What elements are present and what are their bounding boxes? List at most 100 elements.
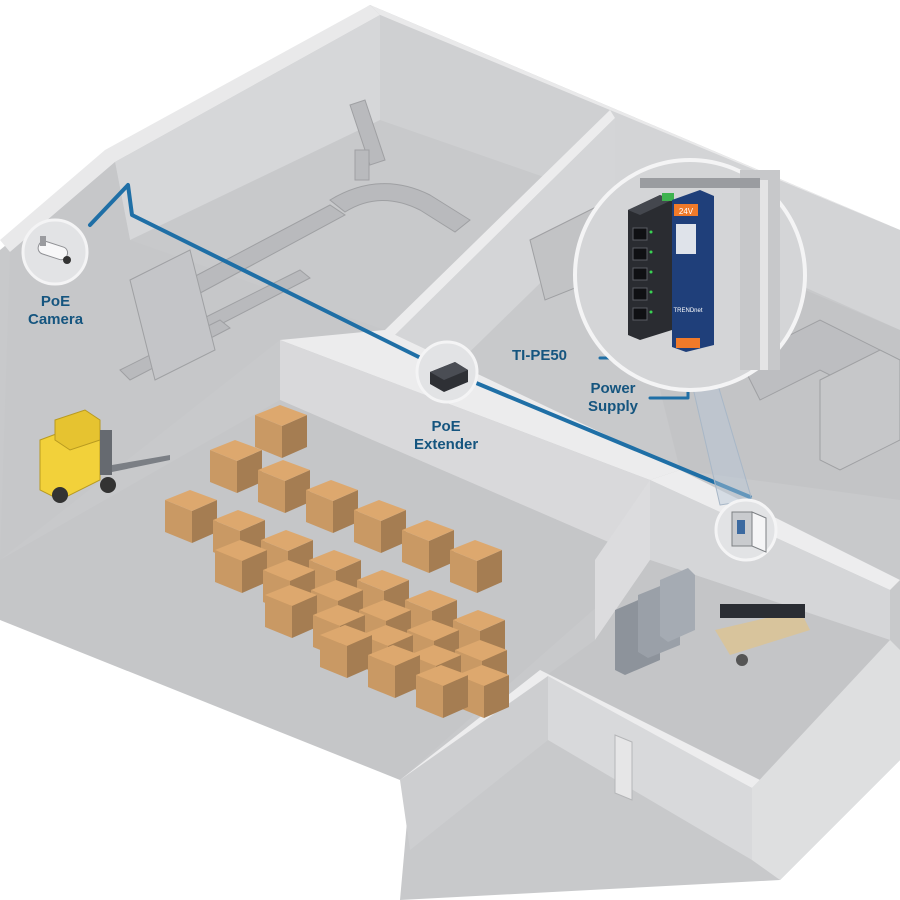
extender-label-line-1: PoE (431, 418, 461, 435)
power-label-line-1: Power (590, 380, 636, 397)
box-top (320, 625, 372, 646)
extender-top (430, 362, 468, 380)
camera-mount (40, 236, 46, 246)
box-left-face (255, 415, 282, 458)
right-machine-2 (819, 349, 900, 471)
switch-terminal (662, 193, 674, 201)
right-front-wall (752, 640, 900, 880)
server-wall-left (595, 480, 650, 640)
box-top (457, 665, 509, 686)
box-left-face (165, 500, 192, 543)
box-right-face (429, 530, 454, 573)
box-top (416, 665, 468, 686)
cardboard-box (215, 540, 267, 593)
box-top (455, 640, 507, 661)
box-top (265, 585, 317, 606)
electrical-cabinet-icon (731, 511, 767, 553)
cardboard-box (320, 625, 372, 678)
box-top (255, 405, 307, 426)
box-right-face (484, 675, 509, 718)
box-top (453, 610, 505, 631)
partition-top (385, 110, 615, 338)
box-top (357, 570, 409, 591)
camera-bubble (21, 218, 89, 286)
server-wall-face (650, 480, 890, 640)
box-right-face (443, 675, 468, 718)
switch-label: TI-PE50 (512, 347, 567, 365)
box-right-face (192, 500, 217, 543)
box-grid (165, 405, 509, 718)
box-top (450, 540, 502, 561)
cardboard-box (368, 645, 420, 698)
forklift-fork (112, 455, 170, 472)
box-left-face (402, 530, 429, 573)
forklift-wheel-1 (52, 487, 68, 503)
box-left-face (215, 550, 242, 593)
cardboard-box (210, 440, 262, 493)
conveyor-curve (329, 183, 471, 233)
box-top (361, 625, 413, 646)
power-supply-label: Power Supply (588, 380, 638, 416)
switch-zoom-bubble: 24V TRENDnet (573, 158, 807, 392)
box-top (210, 440, 262, 461)
box-top (311, 580, 363, 601)
box-left-face (265, 595, 292, 638)
box-top (258, 460, 310, 481)
box-top (215, 540, 267, 561)
box-top (409, 645, 461, 666)
box-right-face (395, 655, 420, 698)
box-right-face (292, 595, 317, 638)
box-right-face (333, 490, 358, 533)
camera-label-line-2: Camera (28, 311, 84, 328)
box-top (407, 620, 459, 641)
front-white-area (0, 620, 410, 900)
box-right-face (282, 415, 307, 458)
box-top (354, 500, 406, 521)
cardboard-box (402, 520, 454, 573)
box-right-face (477, 550, 502, 593)
bullet-camera-icon (37, 236, 71, 264)
box-left-face (354, 510, 381, 553)
box-left-face (450, 550, 477, 593)
forklift-mast (100, 430, 112, 475)
camera-lens (63, 256, 71, 264)
monitor-wall (720, 604, 805, 618)
box-right-face (347, 635, 372, 678)
cardboard-box (258, 460, 310, 513)
forklift (39, 409, 170, 503)
din-rail (640, 178, 760, 188)
port-3 (632, 267, 648, 281)
switch-label-text: TI-PE50 (512, 347, 568, 364)
psu-readout-bg (674, 204, 698, 216)
chute (349, 99, 386, 166)
back-wall-left (115, 15, 380, 240)
office-chair (736, 654, 748, 666)
control-desk (715, 610, 810, 655)
box-left-face (306, 490, 333, 533)
server-room-equipment (615, 568, 810, 675)
cardboard-box (354, 500, 406, 553)
box-top (368, 645, 420, 666)
machine-post (354, 149, 370, 181)
box-top (405, 590, 457, 611)
cabinet-bubble (714, 498, 778, 562)
box-right-face (237, 450, 262, 493)
box-left-face (258, 470, 285, 513)
box-left-face (416, 675, 443, 718)
camera-label-line-1: PoE (40, 293, 71, 310)
door (614, 734, 633, 801)
box-top (306, 480, 358, 501)
psu-brand: TRENDnet (673, 308, 702, 314)
box-left-face (210, 450, 237, 493)
front-partition-face (280, 340, 650, 560)
port-1 (632, 227, 648, 241)
outer-wall-top-left (0, 5, 380, 252)
industrial-switch-icon (628, 193, 674, 340)
cardboard-box (255, 405, 307, 458)
cabinet-device (737, 520, 745, 534)
machine-block (129, 249, 216, 381)
box-top (402, 520, 454, 541)
cardboard-box (416, 665, 468, 718)
box-top (213, 510, 265, 531)
